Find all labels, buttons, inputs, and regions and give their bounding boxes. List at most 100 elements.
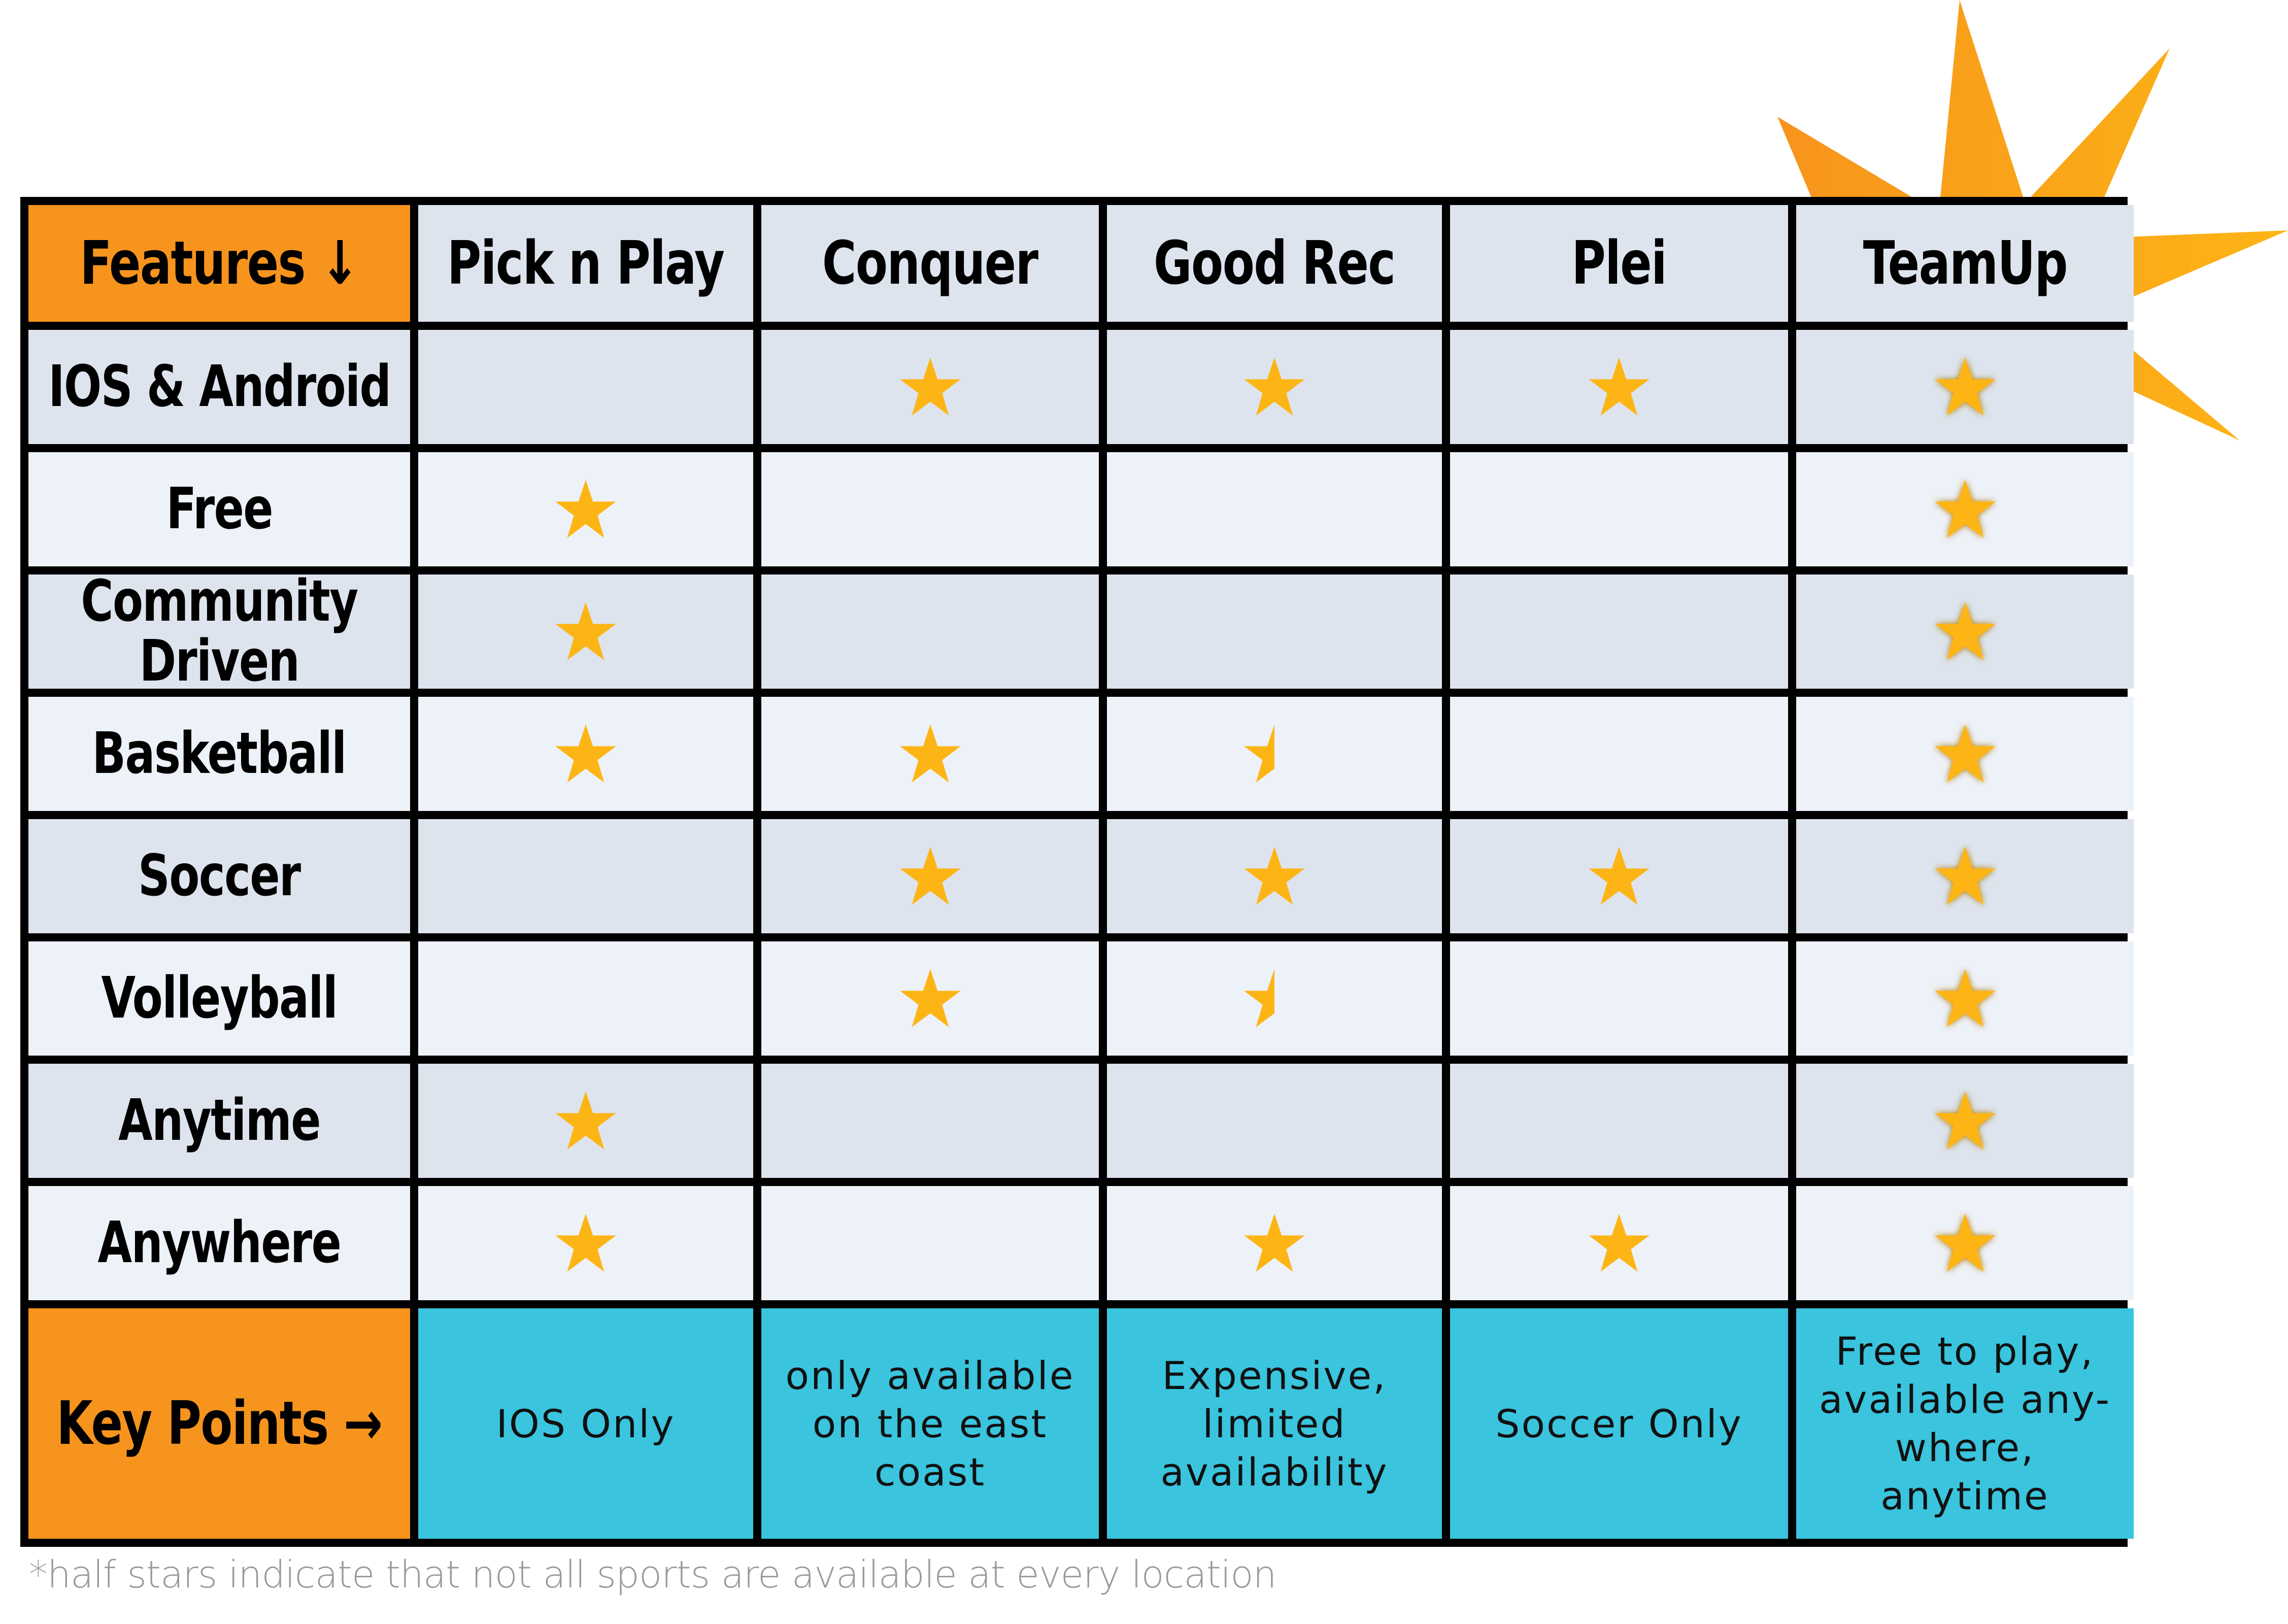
rating-cell bbox=[761, 1186, 1099, 1300]
star-icon bbox=[555, 480, 616, 538]
star-icon bbox=[1934, 969, 1996, 1027]
feature-cell: Basketball bbox=[28, 697, 410, 811]
rating-cell bbox=[418, 1186, 753, 1300]
star-icon bbox=[555, 724, 616, 783]
rating-cell bbox=[1450, 941, 1788, 1056]
feature-cell: Free bbox=[28, 452, 410, 566]
feature-cell: Anytime bbox=[28, 1064, 410, 1178]
key-point-cell: Free to play, available any-where, anyti… bbox=[1796, 1308, 2134, 1539]
rating-cell bbox=[1107, 452, 1442, 566]
rating-cell bbox=[1107, 697, 1442, 811]
rating-cell bbox=[1450, 452, 1788, 566]
feature-label: Free bbox=[166, 476, 273, 542]
footnote: *half stars indicate that not all sports… bbox=[29, 1553, 1277, 1597]
comparison-table: Features ↓ Pick n Play Conquer Good Rec Ple… bbox=[20, 197, 2134, 1547]
rating-cell bbox=[761, 574, 1099, 689]
feature-label: Volleyball bbox=[101, 965, 338, 1031]
star-icon bbox=[1934, 1213, 1996, 1272]
key-points-text: Key Points bbox=[56, 1388, 329, 1459]
star-icon bbox=[1589, 357, 1650, 416]
rating-cell bbox=[418, 574, 753, 689]
column-header-label: Good Rec bbox=[1154, 228, 1396, 298]
rating-cell bbox=[1796, 941, 2134, 1056]
star-icon bbox=[1244, 1213, 1305, 1272]
feature-label: Soccer bbox=[138, 842, 301, 909]
rating-cell bbox=[1796, 1064, 2134, 1178]
key-points-label: Key Points → bbox=[56, 1392, 383, 1455]
column-header-label: Plei bbox=[1571, 228, 1667, 298]
half-star-icon bbox=[1244, 724, 1274, 783]
column-header: Conquer bbox=[761, 205, 1099, 322]
rating-cell bbox=[1107, 941, 1442, 1056]
rating-cell bbox=[1796, 1186, 2134, 1300]
rating-cell bbox=[1107, 819, 1442, 933]
feature-label: IOS & Android bbox=[48, 353, 391, 420]
star-icon bbox=[555, 1091, 616, 1149]
star-icon bbox=[1589, 1213, 1650, 1272]
star-icon bbox=[1934, 1091, 1996, 1149]
rating-cell bbox=[761, 330, 1099, 444]
rating-cell bbox=[1796, 819, 2134, 933]
star-icon bbox=[899, 847, 961, 905]
rating-cell bbox=[1796, 452, 2134, 566]
rating-cell bbox=[1796, 697, 2134, 811]
star-icon bbox=[1934, 847, 1996, 905]
arrow-right-icon: → bbox=[344, 1388, 383, 1459]
key-point-text: Free to play, available any-where, anyti… bbox=[1819, 1329, 2111, 1518]
rating-cell bbox=[1796, 574, 2134, 689]
star-icon bbox=[1244, 847, 1305, 905]
half-star-icon bbox=[1244, 969, 1274, 1027]
rating-cell bbox=[761, 1064, 1099, 1178]
feature-cell: IOS & Android bbox=[28, 330, 410, 444]
rating-cell bbox=[1450, 1064, 1788, 1178]
column-header-label: Pick n Play bbox=[447, 228, 725, 298]
key-point-text: only available on the east coast bbox=[785, 1352, 1075, 1495]
rating-cell bbox=[761, 819, 1099, 933]
star-icon bbox=[1934, 602, 1996, 660]
star-icon bbox=[555, 602, 616, 660]
column-header-label: Conquer bbox=[822, 228, 1038, 298]
rating-cell bbox=[1450, 819, 1788, 933]
star-icon bbox=[1934, 480, 1996, 538]
rating-cell bbox=[418, 941, 753, 1056]
star-icon bbox=[1934, 724, 1996, 783]
feature-label: Basketball bbox=[92, 720, 347, 787]
star-icon bbox=[1934, 357, 1996, 416]
rating-cell bbox=[418, 452, 753, 566]
column-header-label: TeamUp bbox=[1863, 228, 2068, 298]
feature-label: Community Driven bbox=[81, 568, 358, 694]
star-icon bbox=[555, 1213, 616, 1272]
star-icon bbox=[1589, 847, 1650, 905]
feature-cell: Anywhere bbox=[28, 1186, 410, 1300]
key-point-text: Expensive, limited availability bbox=[1160, 1352, 1389, 1495]
feature-cell: Soccer bbox=[28, 819, 410, 933]
feature-label: Anytime bbox=[118, 1087, 321, 1154]
rating-cell bbox=[418, 819, 753, 933]
key-point-cell: only available on the east coast bbox=[761, 1308, 1099, 1539]
rating-cell bbox=[1796, 330, 2134, 444]
rating-cell bbox=[1450, 1186, 1788, 1300]
rating-cell bbox=[418, 697, 753, 811]
rating-cell bbox=[418, 1064, 753, 1178]
rating-cell bbox=[1450, 697, 1788, 811]
rating-cell bbox=[1107, 1186, 1442, 1300]
key-point-text: Soccer Only bbox=[1495, 1401, 1743, 1446]
key-point-cell: IOS Only bbox=[418, 1308, 753, 1539]
rating-cell bbox=[761, 452, 1099, 566]
key-point-cell: Soccer Only bbox=[1450, 1308, 1788, 1539]
star-icon bbox=[899, 969, 961, 1027]
features-header-cell: Features ↓ bbox=[28, 205, 410, 322]
key-point-text: IOS Only bbox=[496, 1401, 676, 1446]
key-point-cell: Expensive, limited availability bbox=[1107, 1308, 1442, 1539]
rating-cell bbox=[1450, 330, 1788, 444]
feature-label: Anywhere bbox=[97, 1209, 342, 1276]
feature-cell: Community Driven bbox=[28, 568, 410, 694]
column-header: Pick n Play bbox=[418, 205, 753, 322]
rating-cell bbox=[761, 697, 1099, 811]
feature-cell: Volleyball bbox=[28, 941, 410, 1056]
rating-cell bbox=[1107, 574, 1442, 689]
column-header: Good Rec bbox=[1107, 205, 1442, 322]
rating-cell bbox=[1107, 1064, 1442, 1178]
rating-cell bbox=[761, 941, 1099, 1056]
column-header: TeamUp bbox=[1796, 205, 2134, 322]
